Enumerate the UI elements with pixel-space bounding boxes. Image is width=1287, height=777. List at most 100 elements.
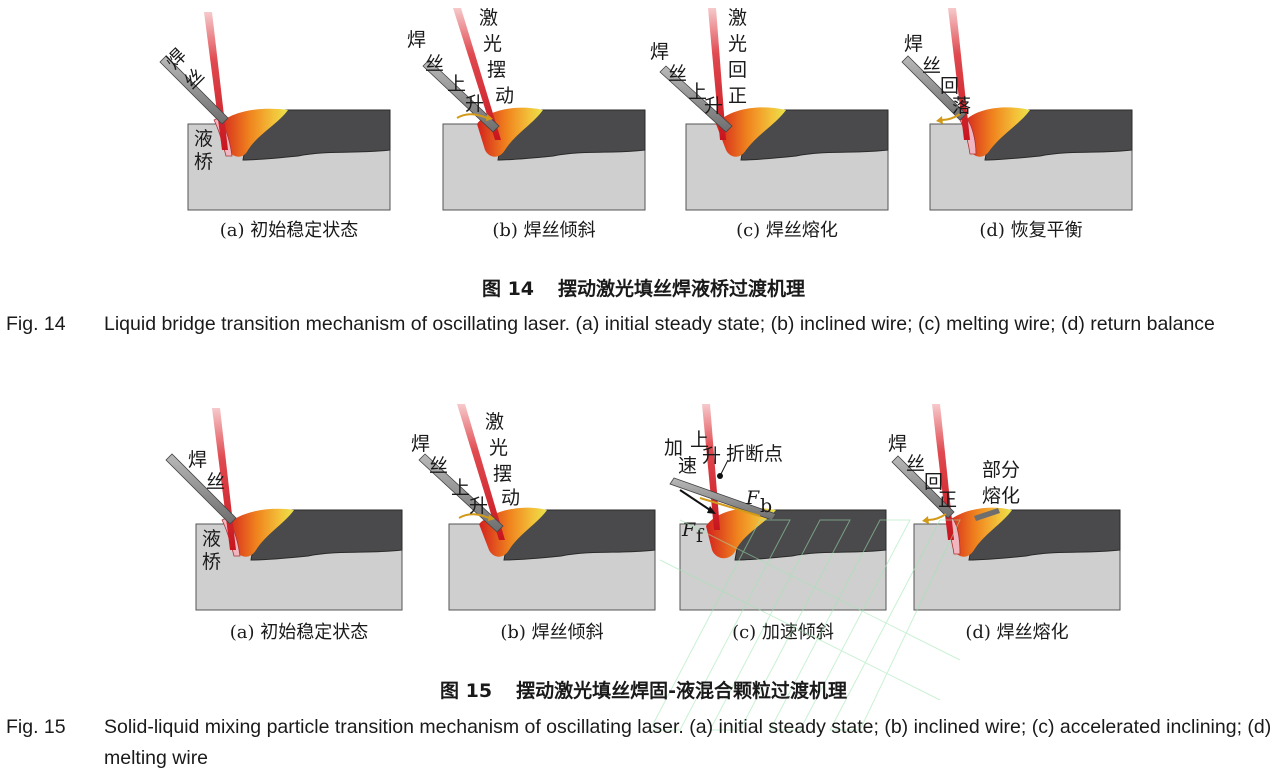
fig14-caption-cn-text: 摆动激光填丝焊液桥过渡机理 bbox=[558, 278, 806, 300]
fig14-panel-c: 焊 丝 上 升 激 光 回 正 (c) 焊丝熔化 bbox=[650, 7, 889, 241]
label-wire-2: 丝 bbox=[429, 455, 448, 477]
subcaption: (a) 初始稳定状态 bbox=[220, 220, 359, 241]
filler-wire bbox=[891, 455, 955, 519]
fig15-caption-cn-text: 摆动激光填丝焊固-液混合颗粒过渡机理 bbox=[516, 680, 847, 702]
figure-14-illustration: 焊 丝 液 桥 (a) 初始稳定状态 焊 丝 上 升 激 光 摆 动 (b) 焊… bbox=[159, 7, 1133, 241]
fig14-panel-d: 焊 丝 回 落 (d) 恢复平衡 bbox=[901, 8, 1133, 241]
molten-pool bbox=[716, 107, 786, 157]
force-arrow-ff bbox=[679, 489, 711, 511]
filler-wire bbox=[418, 453, 504, 533]
subcaption: (b) 焊丝倾斜 bbox=[492, 220, 595, 241]
fig14-caption-cn: 图 14 摆动激光填丝焊液桥过渡机理 bbox=[0, 274, 1287, 301]
weld-bead bbox=[968, 509, 1121, 561]
label-wire-3: 上 bbox=[688, 81, 707, 103]
label-laser-2: 光 bbox=[728, 33, 747, 55]
laser-beam bbox=[453, 8, 501, 140]
label-laser-4: 动 bbox=[495, 85, 514, 107]
label-force-fb-sub: b bbox=[760, 495, 772, 517]
label-wire-1: 焊 bbox=[407, 29, 426, 51]
label-laser-1: 激 bbox=[728, 7, 747, 29]
label-wire-4: 升 bbox=[469, 495, 488, 517]
weld-bead bbox=[984, 109, 1133, 161]
label-wire-3: 上 bbox=[447, 73, 466, 95]
break-point-leader bbox=[719, 459, 729, 477]
weld-bead bbox=[740, 109, 889, 161]
fig14-caption-en-text: Liquid bridge transition mechanism of os… bbox=[104, 313, 1215, 335]
label-partial-2: 熔化 bbox=[982, 485, 1020, 507]
label-wire-2: 丝 bbox=[180, 65, 209, 94]
filler-wire bbox=[422, 59, 500, 133]
label-wire-3: 上 bbox=[451, 477, 470, 499]
label-wire-2: 丝 bbox=[922, 55, 941, 77]
fig14-caption-cn-number: 图 14 bbox=[481, 278, 535, 300]
motion-arrow-icon bbox=[456, 113, 488, 119]
label-bridge-2: 桥 bbox=[194, 151, 213, 173]
label-wire-2: 丝 bbox=[906, 453, 925, 475]
weld-bead bbox=[497, 109, 646, 161]
label-wire-3: 回 bbox=[924, 471, 943, 493]
label-wire-1: 焊 bbox=[904, 33, 923, 55]
motion-arrow-icon bbox=[927, 513, 947, 521]
subcaption: (c) 加速倾斜 bbox=[732, 622, 834, 643]
molten-pool bbox=[226, 508, 294, 557]
label-laser-3: 回 bbox=[728, 59, 747, 81]
label-laser-3: 摆 bbox=[493, 463, 512, 485]
molten-pool bbox=[218, 108, 288, 157]
label-wire-1: 焊 bbox=[888, 433, 907, 455]
label-wire-2: 丝 bbox=[668, 63, 687, 85]
arrow-head-icon bbox=[486, 114, 493, 121]
label-wire-1: 焊 bbox=[188, 449, 207, 471]
label-laser-4: 正 bbox=[728, 85, 747, 107]
fig14-panel-a: 焊 丝 液 桥 (a) 初始稳定状态 bbox=[159, 12, 391, 241]
arrow-head-icon bbox=[488, 514, 495, 521]
weld-bead bbox=[250, 509, 403, 561]
label-wire-1: 焊 bbox=[162, 45, 191, 74]
label-wire-3: 回 bbox=[940, 75, 959, 97]
label-laser-2: 光 bbox=[483, 33, 502, 55]
fig15-caption-cn-number: 图 15 bbox=[440, 680, 493, 702]
fig15-caption-en: Fig. 15 Solid-liquid mixing particle tra… bbox=[6, 712, 1281, 776]
filler-wire bbox=[901, 55, 967, 121]
laser-beam bbox=[457, 404, 505, 540]
label-bridge-1: 液 bbox=[194, 128, 213, 150]
figure-15-illustration: 焊 丝 液 桥 (a) 初始稳定状态 焊 丝 上 升 激 光 摆 动 (b) 焊… bbox=[165, 404, 1121, 643]
arrow-head-icon bbox=[936, 116, 943, 124]
subcaption: (a) 初始稳定状态 bbox=[230, 622, 369, 643]
motion-arrow-icon bbox=[458, 513, 490, 519]
filler-wire bbox=[159, 55, 229, 125]
fig14-caption-en: Fig. 14 Liquid bridge transition mechani… bbox=[6, 309, 1281, 373]
label-laser-3: 摆 bbox=[487, 59, 506, 81]
label-accel-1: 加 bbox=[664, 437, 683, 459]
label-wire-4: 升 bbox=[704, 95, 723, 117]
arrow-head-icon bbox=[707, 506, 716, 514]
arrow-head-icon bbox=[922, 516, 929, 524]
fig15-panel-a: 焊 丝 液 桥 (a) 初始稳定状态 bbox=[165, 408, 403, 643]
molten-pool bbox=[946, 507, 1012, 557]
label-wire-4: 落 bbox=[952, 95, 971, 117]
label-break-point: 折断点 bbox=[726, 443, 783, 465]
label-laser-1: 激 bbox=[479, 7, 498, 29]
label-wire-2: 丝 bbox=[425, 53, 444, 75]
label-force-fb: F bbox=[745, 487, 760, 509]
label-wire-1: 焊 bbox=[411, 433, 430, 455]
partial-melt-wire bbox=[974, 508, 1000, 521]
label-partial-1: 部分 bbox=[982, 459, 1020, 481]
label-wire-4: 升 bbox=[465, 93, 484, 115]
label-accel-4: 升 bbox=[702, 445, 721, 467]
motion-arrow-icon bbox=[941, 113, 961, 121]
label-laser-4: 动 bbox=[501, 487, 520, 509]
label-laser-1: 激 bbox=[485, 411, 504, 433]
label-wire-4: 正 bbox=[938, 489, 957, 511]
force-arrow-fb bbox=[699, 497, 761, 517]
filler-wire bbox=[659, 65, 733, 133]
fig15-caption-en-number: Fig. 15 bbox=[6, 716, 66, 738]
label-laser-2: 光 bbox=[489, 437, 508, 459]
subcaption: (b) 焊丝倾斜 bbox=[500, 622, 603, 643]
label-bridge-1: 液 bbox=[202, 528, 221, 550]
label-accel-2: 速 bbox=[678, 455, 697, 477]
subcaption: (d) 焊丝熔化 bbox=[965, 622, 1068, 643]
weld-bead bbox=[242, 109, 391, 161]
fig15-panel-d: 焊 丝 回 正 部分 熔化 (d) 焊丝熔化 bbox=[888, 404, 1121, 643]
molten-pool bbox=[962, 107, 1030, 157]
laser-beam bbox=[948, 8, 970, 140]
